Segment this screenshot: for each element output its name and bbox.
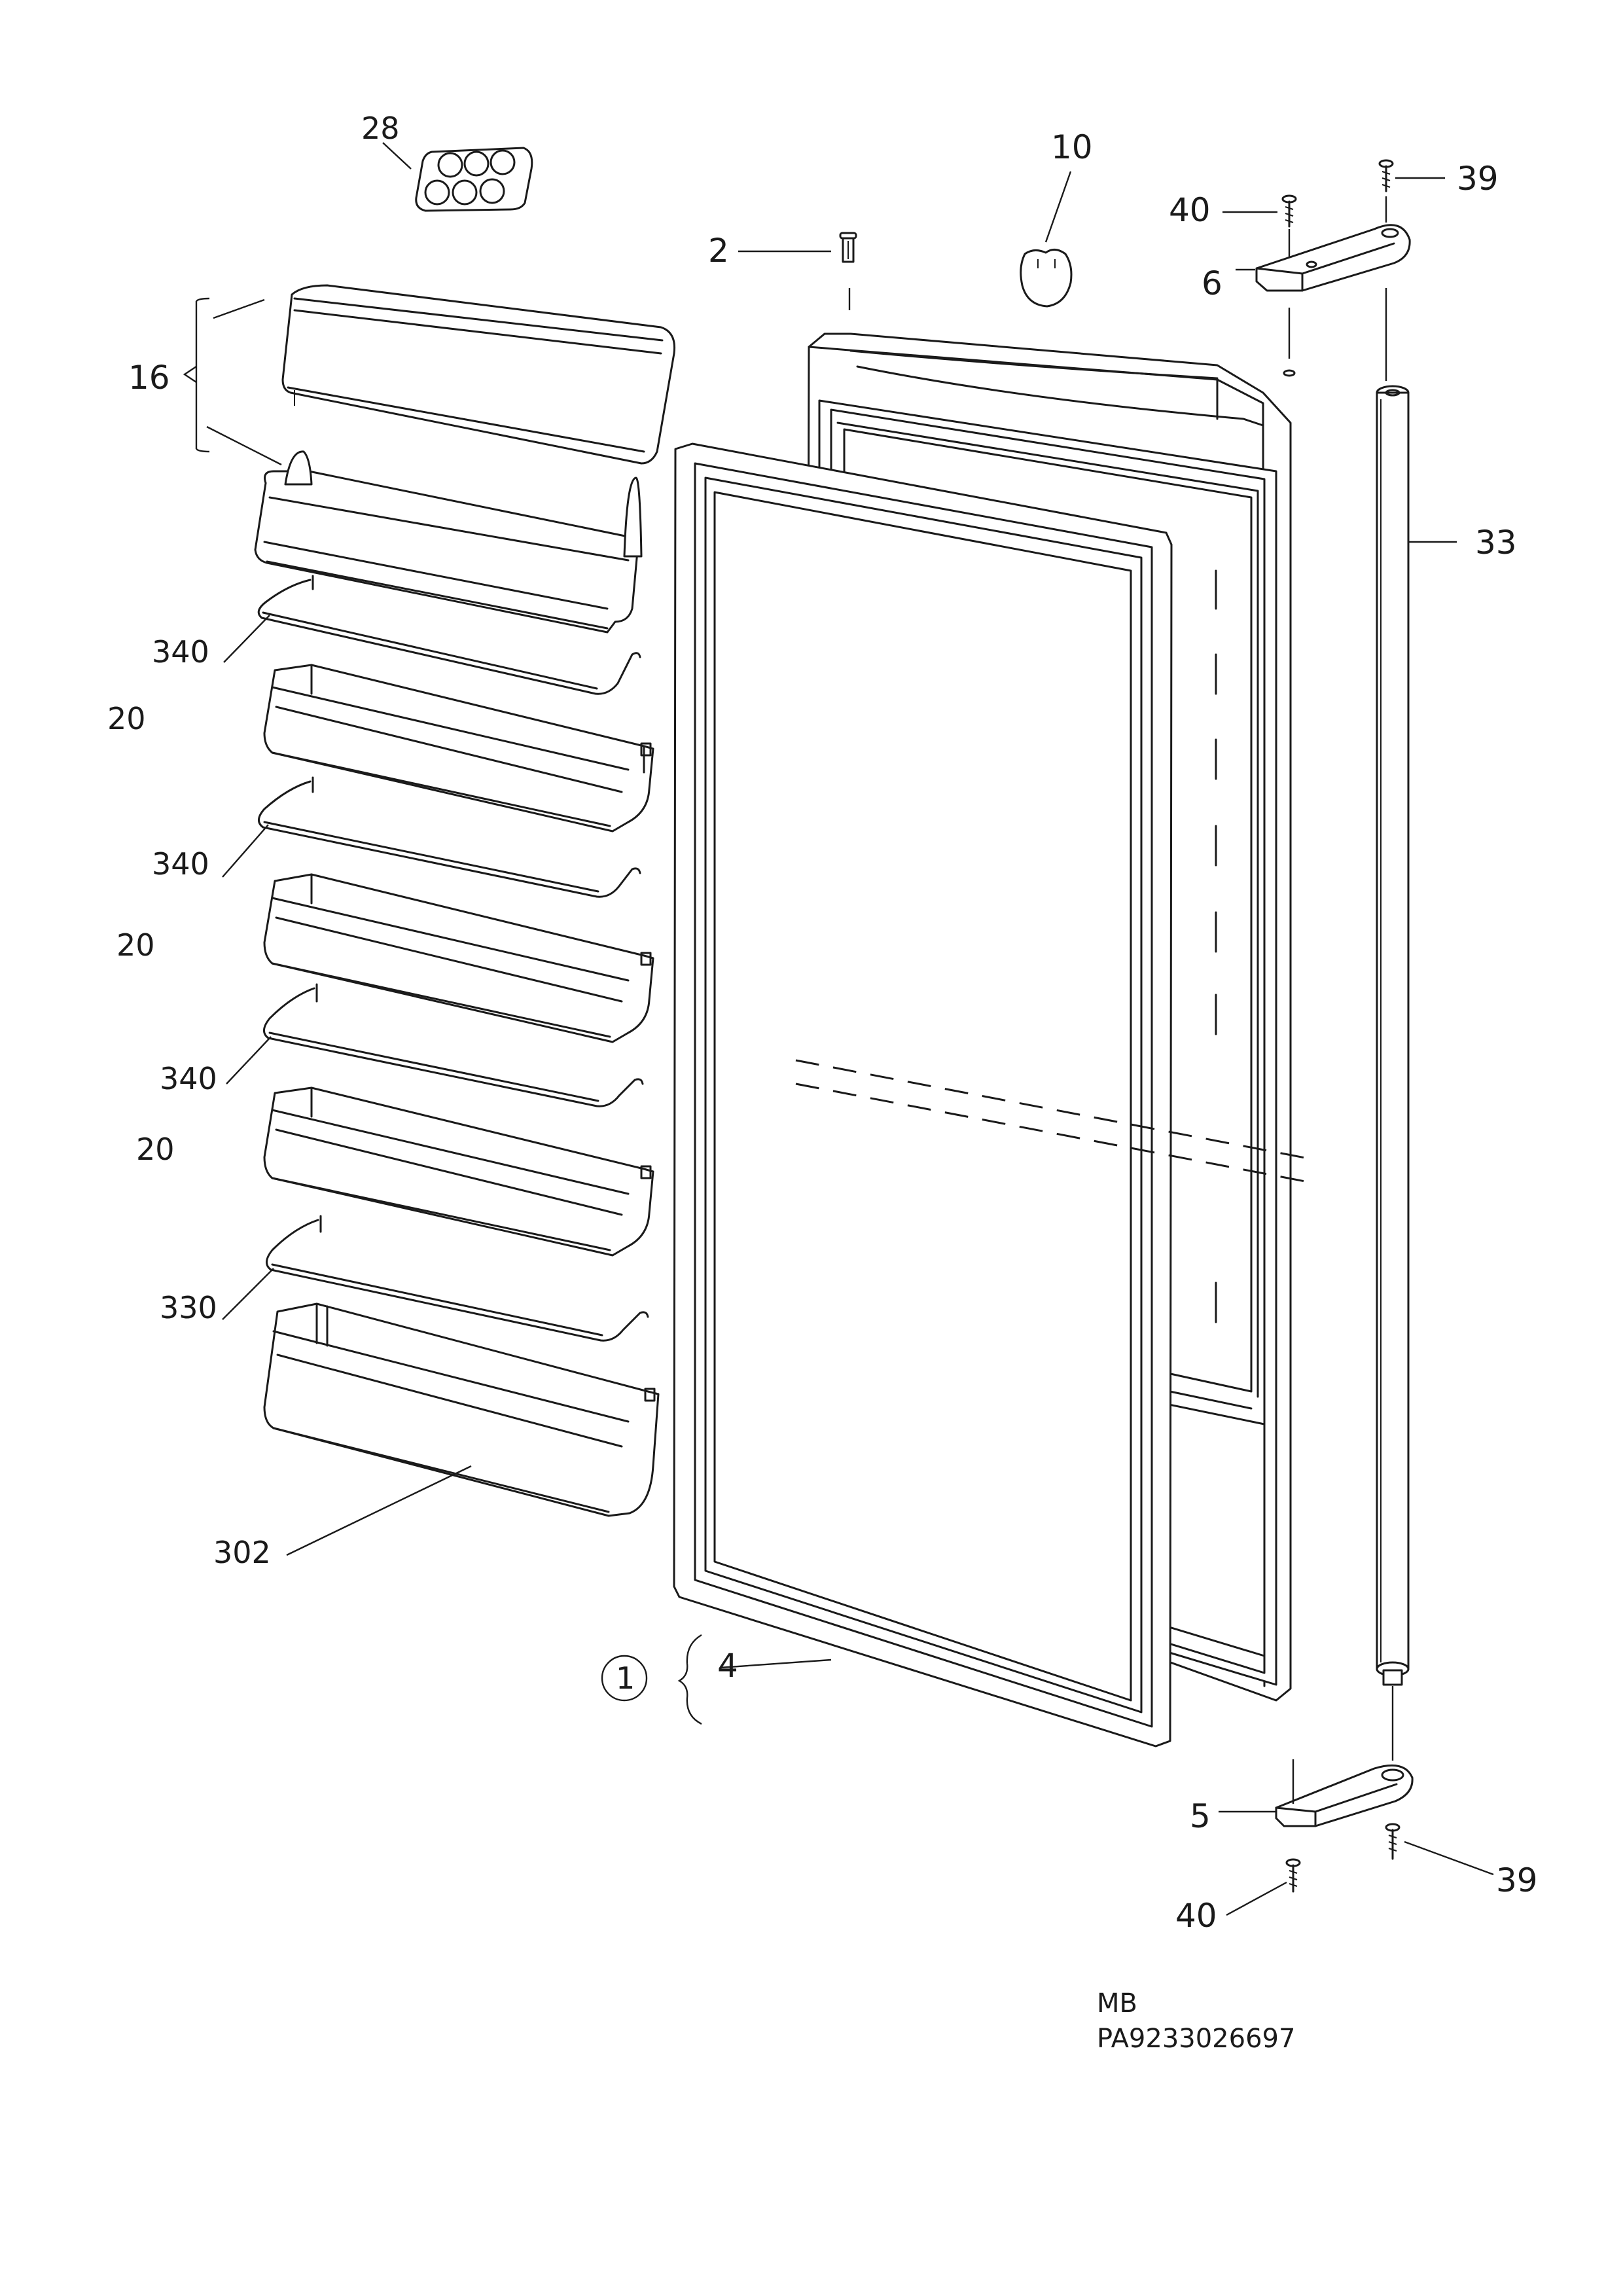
top-hinge-part — [1255, 224, 1411, 292]
dairy-shelf-part — [254, 450, 643, 634]
label-40-top: 40 — [1169, 191, 1211, 229]
label-5: 5 — [1190, 1797, 1211, 1835]
label-302: 302 — [213, 1535, 271, 1570]
label-28: 28 — [361, 111, 400, 146]
hinge-rod-part — [1376, 385, 1410, 1686]
shelf-rail-part — [263, 983, 644, 1107]
label-6: 6 — [1202, 264, 1222, 302]
door-bin-part — [263, 1086, 654, 1257]
shelf-rail-part — [258, 776, 641, 898]
label-20-c: 20 — [136, 1132, 175, 1167]
label-2: 2 — [708, 232, 729, 270]
screw-39-top — [1378, 159, 1394, 192]
screw-39-bottom — [1385, 1823, 1400, 1860]
label-33: 33 — [1475, 524, 1517, 562]
shelf-rail-part — [257, 575, 641, 695]
screw-40-bottom — [1285, 1858, 1301, 1893]
door-bin-part — [263, 873, 654, 1043]
section-break — [795, 1059, 1316, 1185]
egg-tray-part — [415, 147, 533, 212]
pin-part — [839, 232, 857, 263]
label-20-a: 20 — [107, 701, 146, 736]
footer-code-line2: PA9233026697 — [1097, 2024, 1295, 2054]
label-39-bottom: 39 — [1496, 1861, 1538, 1899]
label-340-a: 340 — [152, 634, 209, 670]
label-340-c: 340 — [160, 1061, 217, 1096]
label-1: 1 — [616, 1660, 635, 1696]
screw-40-top — [1281, 194, 1297, 228]
label-330: 330 — [160, 1290, 217, 1325]
shelf-rail-part — [266, 1215, 649, 1342]
label-40-bottom: 40 — [1175, 1897, 1217, 1935]
clip-part — [1020, 249, 1073, 308]
label-39-top: 39 — [1457, 160, 1499, 198]
door-bin-part — [263, 664, 654, 833]
footer-code-line1: MB — [1097, 1988, 1137, 2018]
label-10: 10 — [1051, 128, 1093, 166]
bottle-bin-part — [263, 1302, 660, 1517]
door-gasket-part — [673, 442, 1173, 1748]
label-20-b: 20 — [116, 927, 155, 963]
bottom-hinge-part — [1275, 1764, 1414, 1827]
label-340-b: 340 — [152, 846, 209, 882]
label-16: 16 — [128, 359, 170, 397]
label-4: 4 — [717, 1647, 738, 1685]
dairy-compartment-part — [281, 284, 676, 465]
